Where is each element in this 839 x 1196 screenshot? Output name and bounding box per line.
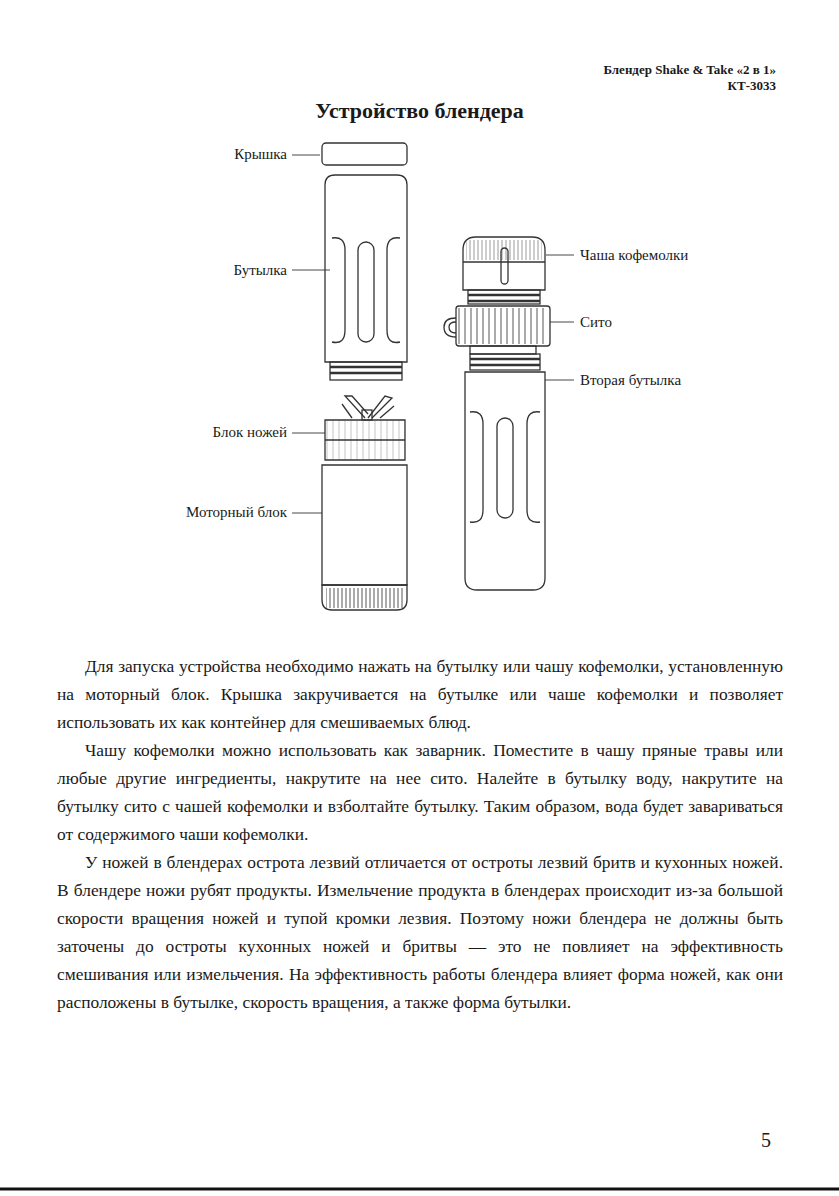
second-bottle [465, 354, 545, 590]
part-name: Крышка [234, 146, 287, 163]
paragraph: Чашу кофемолки можно использовать как за… [57, 736, 783, 848]
blade-block [325, 396, 405, 460]
paragraph: Для запуска устройства необходимо нажать… [57, 652, 783, 736]
header-title: Блендер Shake & Take «2 в 1» [603, 62, 776, 78]
grinder-bowl [463, 237, 545, 304]
part-name: Моторный блок [186, 504, 287, 521]
part-name: Вторая бутылка [580, 372, 681, 389]
paragraph: У ножей в блендерах острота лезвий отлич… [57, 848, 783, 1016]
lid [322, 143, 407, 165]
part-name: Сито [580, 314, 612, 331]
part-name: Чаша кофемолки [580, 247, 688, 264]
model-number: КТ-3033 [728, 78, 776, 94]
leader-lines [292, 155, 574, 513]
part-name: Блок ножей [213, 424, 287, 441]
motor-block [322, 465, 407, 610]
part-name: Бутылка [233, 262, 287, 279]
page-title: Устройство блендера [0, 98, 839, 124]
body-text: Для запуска устройства необходимо нажать… [57, 652, 783, 1016]
bottle [325, 175, 407, 380]
sieve [444, 306, 550, 354]
page-edge-rule [0, 1188, 839, 1191]
page-number: 5 [761, 1129, 771, 1152]
